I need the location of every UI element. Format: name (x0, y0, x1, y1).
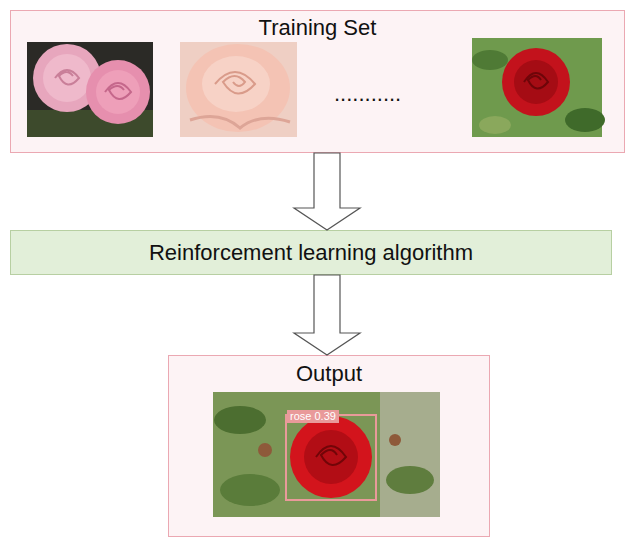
box-heading: Output (169, 361, 489, 387)
block-arrow (294, 153, 360, 230)
red-rose-photo (472, 38, 605, 137)
box-heading: Reinforcement learning algorithm (11, 240, 611, 266)
box-heading: Training Set (11, 15, 624, 41)
peach-rose-photo (180, 42, 297, 137)
process-band: Reinforcement learning algorithm (10, 230, 612, 275)
pink-roses-photo (27, 42, 153, 137)
ellipsis-text: ........... (334, 81, 401, 107)
block-arrow (294, 275, 360, 355)
output-photo (213, 392, 440, 517)
detection-label: rose 0.39 (287, 410, 339, 423)
